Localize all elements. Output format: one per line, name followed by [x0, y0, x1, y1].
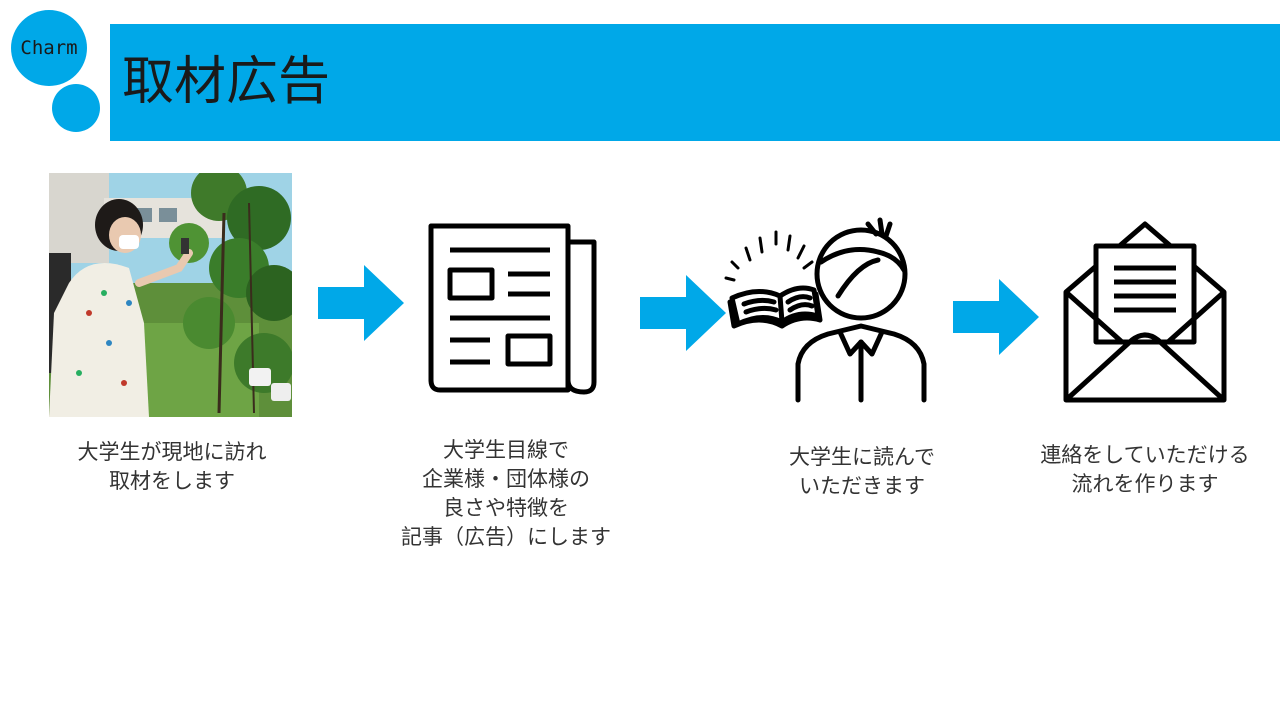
caption-line: 記事（広告）にします [401, 525, 611, 549]
arrow-right-icon [640, 275, 726, 351]
caption-line: 大学生に読んで [789, 445, 935, 469]
decorative-circle [52, 84, 100, 132]
title-banner: 取材広告 [110, 24, 1280, 141]
caption-line: 良さや特徴を [443, 496, 569, 520]
interview-photo [49, 173, 292, 417]
step-1-caption: 大学生が現地に訪れ 取材をします [54, 438, 290, 496]
step-2-caption: 大学生目線で 企業様・団体様の 良さや特徴を 記事（広告）にします [384, 436, 628, 552]
caption-line: 大学生が現地に訪れ [77, 440, 267, 464]
caption-line: いただきます [799, 474, 925, 498]
caption-line: 大学生目線で [443, 438, 569, 462]
student-reading-icon [724, 217, 927, 403]
envelope-letter-icon [1063, 221, 1227, 403]
caption-line: 企業様・団体様の [422, 467, 590, 491]
caption-line: 取材をします [109, 469, 235, 493]
charm-badge: Charm [11, 10, 87, 86]
step-4-caption: 連絡をしていただける 流れを作ります [1022, 441, 1268, 499]
step-3-caption: 大学生に読んで いただきます [762, 443, 962, 501]
newspaper-icon [428, 223, 597, 395]
page-title: 取材広告 [122, 52, 331, 112]
arrow-right-icon [318, 265, 404, 341]
caption-line: 連絡をしていただける [1040, 443, 1250, 467]
caption-line: 流れを作ります [1071, 472, 1219, 496]
charm-badge-label: Charm [20, 37, 78, 59]
arrow-right-icon [953, 279, 1039, 355]
